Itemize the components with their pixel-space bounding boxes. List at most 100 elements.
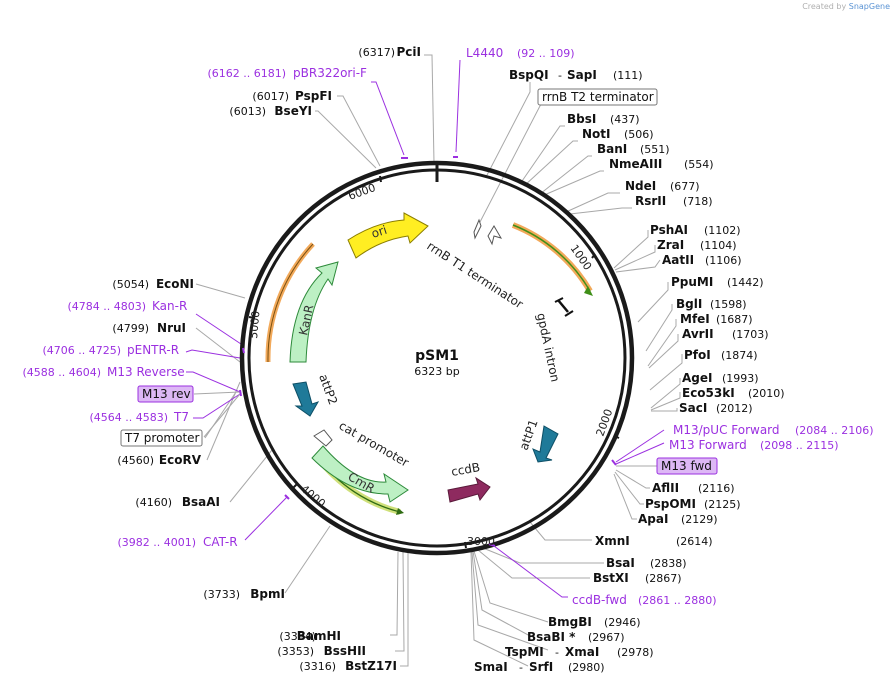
site-pos-bpmi: (3733) <box>203 588 240 601</box>
restriction-sites: (6317) PciI (6017) PspFI (6013) BseYI (5… <box>112 45 784 674</box>
feature-label-cat-promoter: cat promoter <box>337 418 412 469</box>
site-pos-bstz17i: (3316) <box>299 660 336 673</box>
svg-text:-: - <box>555 646 559 659</box>
ori-feature: ori <box>347 212 429 259</box>
site-name-ecorv: EcoRV <box>159 453 202 467</box>
svg-text:-: - <box>519 661 523 674</box>
site-pos-pspfi: (6017) <box>252 90 289 103</box>
site-pos-eco53ki: (2010) <box>748 387 785 400</box>
site-pos-ppumi: (1442) <box>727 276 764 289</box>
plasmid-name: pSM1 <box>415 348 459 364</box>
site-name-nmeaiii: NmeAIII <box>609 157 662 171</box>
primer-pos-pentr-r: (4706 .. 4725) <box>42 344 121 357</box>
tick-label-3000: 3000 <box>467 535 495 548</box>
feature-label-gpda: gpdA intron <box>534 312 562 384</box>
rrnb-t2-label: rrnB T2 terminator <box>542 90 654 104</box>
site-name-pcii: PciI <box>397 45 422 59</box>
m13-rev-label: M13 rev <box>142 387 191 401</box>
attp2-feature: attP2 <box>292 372 340 417</box>
primer-name-m13-reverse: M13 Reverse <box>107 365 185 379</box>
site-name-pspomi: PspOMI <box>645 497 696 511</box>
site-pos-nrui: (4799) <box>112 322 149 335</box>
t7-promoter-label: T7 promoter <box>124 431 200 445</box>
primer-pos-kan-r: (4784 .. 4803) <box>67 300 146 313</box>
site-name-bsai: BsaI <box>606 556 635 570</box>
primer-pos-pbr322ori-f: (6162 .. 6181) <box>207 67 286 80</box>
site-pos-bani: (551) <box>640 143 670 156</box>
site-name-eco53ki: Eco53kI <box>682 386 735 400</box>
primer-name-m13puc-forward: M13/pUC Forward <box>673 423 780 437</box>
site-pos-zrai: (1104) <box>700 239 737 252</box>
site-pos-mfei: (1687) <box>716 313 753 326</box>
site-pos-bsabi: (2967) <box>588 631 625 644</box>
site-name-xmai: XmaI <box>565 645 599 659</box>
plasmid-size: 6323 bp <box>414 365 459 378</box>
primer-name-t7: T7 <box>173 410 189 424</box>
tick-3000: 3000 <box>464 535 495 549</box>
primer-pos-ccdb-fwd: (2861 .. 2880) <box>638 594 717 607</box>
site-name-agei: AgeI <box>682 371 712 385</box>
site-name-bgli: BglI <box>676 297 702 311</box>
site-name-ndei: NdeI <box>625 179 656 193</box>
site-name-bspqi: BspQI <box>509 68 549 82</box>
primer-name-kan-r: Kan-R <box>152 299 187 313</box>
site-pos-bbsi: (437) <box>610 113 640 126</box>
site-pos-aflii: (2116) <box>698 482 735 495</box>
feature-arcs <box>265 222 593 515</box>
ccdb-feature: ccdB <box>447 460 491 503</box>
backbone-outer <box>239 160 635 556</box>
primer-name-l4440: L4440 <box>466 46 503 60</box>
snapgene-credit: Created by SnapGene <box>802 2 890 11</box>
site-pos-econi: (5054) <box>112 278 149 291</box>
site-name-aflii: AflII <box>652 481 679 495</box>
credit-prefix: Created by <box>802 2 847 11</box>
primer-name-m13-forward: M13 Forward <box>669 438 747 452</box>
kanr-feature: KanR <box>289 261 339 363</box>
site-name-ppumi: PpuMI <box>671 275 713 289</box>
site-pos-ndei: (677) <box>670 180 700 193</box>
rrnb-t2-box: rrnB T2 terminator <box>537 88 658 106</box>
tick-label-5000: 5000 <box>247 310 262 339</box>
site-name-noti: NotI <box>582 127 611 141</box>
attp1-feature: attP1 <box>517 418 559 463</box>
boxed-labels: rrnB T2 terminator M13 rev T7 promoter M… <box>120 88 718 475</box>
site-pos-saci: (2012) <box>716 402 753 415</box>
site-name-saci: SacI <box>679 401 707 415</box>
feature-label-attp1: attP1 <box>517 418 541 453</box>
credit-brand: SnapGene <box>848 2 890 11</box>
tick-5000: 5000 <box>247 310 262 339</box>
m13-fwd-box: M13 fwd <box>656 457 718 475</box>
site-name-avrii: AvrII <box>682 327 714 341</box>
site-pos-aatii: (1106) <box>705 254 742 267</box>
site-name-zrai: ZraI <box>657 238 684 252</box>
primer-pos-m13puc-forward: (2084 .. 2106) <box>795 424 874 437</box>
site-name-tspmi: TspMI <box>505 645 544 659</box>
feature-label-ori: ori <box>370 223 389 241</box>
site-name-srfi: SrfI <box>529 660 553 674</box>
primer-name-cat-r: CAT-R <box>203 535 238 549</box>
site-name-bstz17i: BstZ17I <box>345 659 397 673</box>
site-name-pspfi: PspFI <box>295 89 332 103</box>
site-name-sapi: SapI <box>567 68 597 82</box>
site-pos-tspmi: (2978) <box>617 646 654 659</box>
site-name-econi: EcoNI <box>156 277 194 291</box>
m13-rev-box: M13 rev <box>137 385 194 403</box>
site-name-apai: ApaI <box>638 512 668 526</box>
site-pos-pcii: (6317) <box>358 46 395 59</box>
primer-name-pbr322ori-f: pBR322ori-F <box>293 66 367 80</box>
svg-text:-: - <box>558 69 562 82</box>
site-pos-bmgbi: (2946) <box>604 616 641 629</box>
site-pos-bamhi: (3394) <box>279 630 316 643</box>
site-pos-smai: (2980) <box>568 661 605 674</box>
site-pos-agei: (1993) <box>722 372 759 385</box>
site-pos-bsai: (2838) <box>650 557 687 570</box>
primer-leaders <box>185 59 665 598</box>
primer-pos-m13-forward: (2098 .. 2115) <box>760 439 839 452</box>
primer-pos-m13-reverse: (4588 .. 4604) <box>22 366 101 379</box>
site-pos-ecorv: (4560) <box>117 454 154 467</box>
primer-pos-l4440: (92 .. 109) <box>517 47 575 60</box>
primer-marks <box>239 156 617 547</box>
m13-fwd-label: M13 fwd <box>661 459 712 473</box>
site-pos-bsshii: (3353) <box>277 645 314 658</box>
